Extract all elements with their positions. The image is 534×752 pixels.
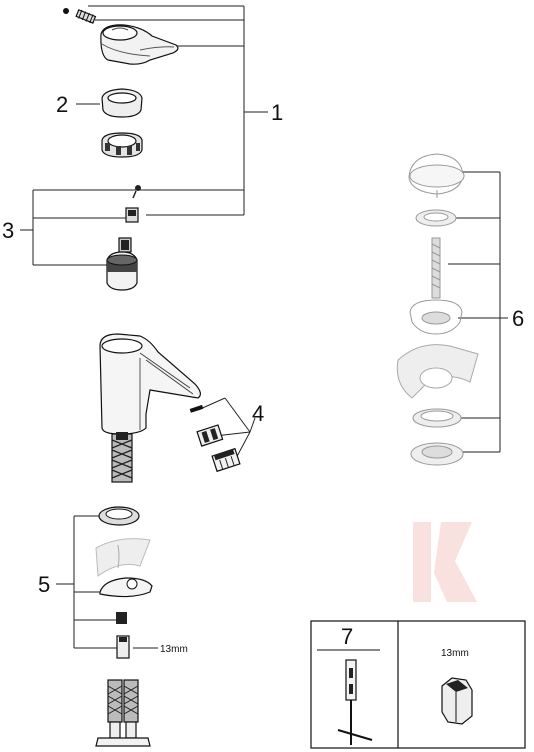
callout-4: 4 xyxy=(252,401,264,426)
aerator-parts xyxy=(189,404,241,473)
callout-6: 6 xyxy=(512,306,524,331)
callout-5: 5 xyxy=(38,572,50,597)
handle-screw xyxy=(63,8,97,24)
callout-3: 3 xyxy=(2,218,14,243)
box-nut-size-label: 13mm xyxy=(441,648,469,659)
faucet-body xyxy=(99,333,201,435)
callout-6-bracket xyxy=(448,171,508,453)
callout-2: 2 xyxy=(56,92,68,117)
supply-hose xyxy=(111,432,133,483)
callout-1: 1 xyxy=(271,100,283,125)
callout-7: 7 xyxy=(341,624,353,649)
spanner-tool xyxy=(337,659,373,745)
box-hex-nut xyxy=(441,677,473,725)
lever-handle xyxy=(100,24,179,65)
callout-5-bracket xyxy=(56,515,120,649)
cartridge-assembly xyxy=(106,185,141,291)
callout-3-bracket xyxy=(20,189,146,266)
mounting-set xyxy=(95,506,158,659)
cover-cap xyxy=(101,88,143,118)
nut-size-label: 13mm xyxy=(160,644,188,655)
waste-set xyxy=(396,153,479,466)
supply-hoses-lower xyxy=(95,679,151,747)
watermark-logo xyxy=(413,522,477,602)
callout-1-bracket xyxy=(88,5,268,216)
cartridge-nut xyxy=(101,132,143,158)
